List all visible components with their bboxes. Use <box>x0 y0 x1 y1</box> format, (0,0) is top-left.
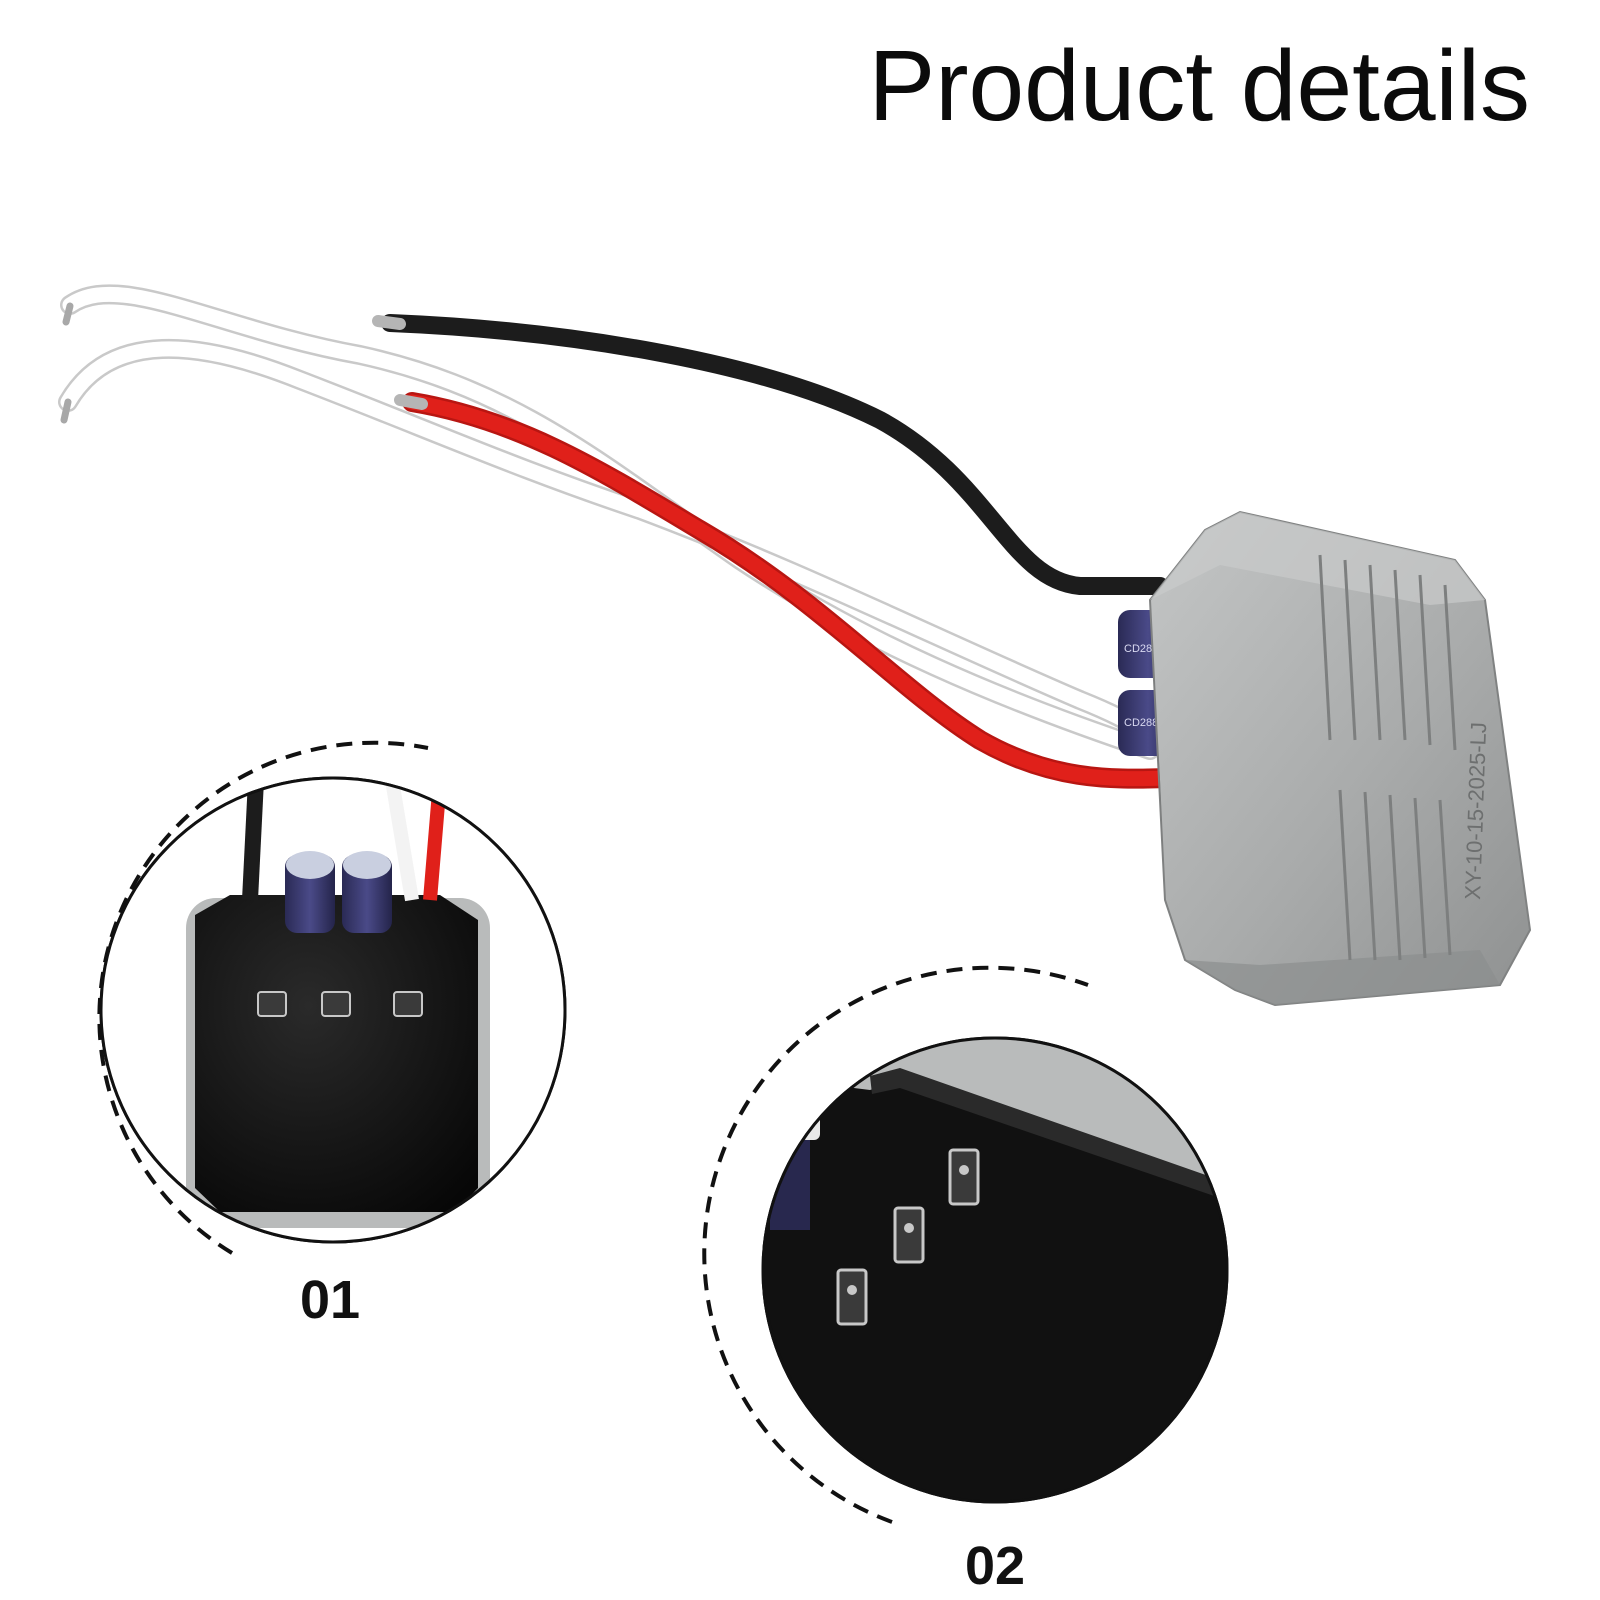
wire-tip <box>60 398 72 424</box>
wire-tip <box>62 302 74 326</box>
wire-tip <box>394 394 428 410</box>
wire-bundle <box>58 284 1175 789</box>
blade-terminal <box>321 991 351 1017</box>
black-potting <box>195 895 478 1212</box>
detail-01 <box>97 740 567 1255</box>
module-marking: XY-10-15-2025-LJ <box>1460 722 1491 901</box>
detail-label-01: 01 <box>300 1270 360 1330</box>
dashed-arc <box>97 740 429 1255</box>
page-title: Product details <box>868 30 1530 142</box>
blade-terminal <box>393 991 423 1017</box>
detail-02 <box>702 965 1229 1524</box>
blade-terminal <box>836 1268 868 1326</box>
black-wire <box>381 314 1169 595</box>
blade-terminal <box>948 1148 980 1206</box>
detail-label-02: 02 <box>965 1536 1025 1596</box>
wire-tip <box>372 315 406 330</box>
white-wire <box>58 338 1160 745</box>
dashed-arc <box>702 965 1089 1524</box>
cooling-ribs <box>1318 554 1457 961</box>
blade-terminal <box>257 991 287 1017</box>
aluminum-module: XY-10-15-2025-LJ <box>1148 510 1532 1007</box>
blade-terminal <box>893 1206 925 1264</box>
